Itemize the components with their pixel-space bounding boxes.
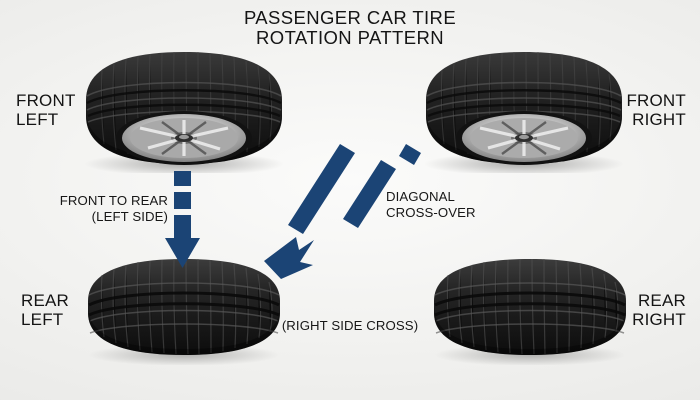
tire-rear-right[interactable] — [428, 255, 632, 365]
label-rear-left: REAR LEFT — [21, 291, 70, 329]
label-front-left: FRONT LEFT — [16, 91, 76, 129]
arrow-front-left-to-rear-left — [165, 171, 200, 268]
label-rear-right: REAR RIGHT — [632, 291, 686, 329]
annotation-right-side-cross: (RIGHT SIDE CROSS) — [281, 318, 419, 333]
tire-rear-left[interactable] — [82, 255, 286, 365]
tire-front-right[interactable] — [418, 48, 630, 173]
alloy-wheel — [116, 111, 252, 165]
tire-front-left[interactable] — [78, 48, 290, 173]
annotation-diagonal-crossover: DIAGONAL CROSS-OVER — [386, 189, 476, 220]
label-front-right: FRONT RIGHT — [626, 91, 686, 129]
annotation-front-to-rear: FRONT TO REAR (LEFT SIDE) — [59, 193, 168, 224]
alloy-wheel — [456, 111, 592, 165]
page-title: PASSENGER CAR TIRE ROTATION PATTERN — [243, 7, 457, 48]
